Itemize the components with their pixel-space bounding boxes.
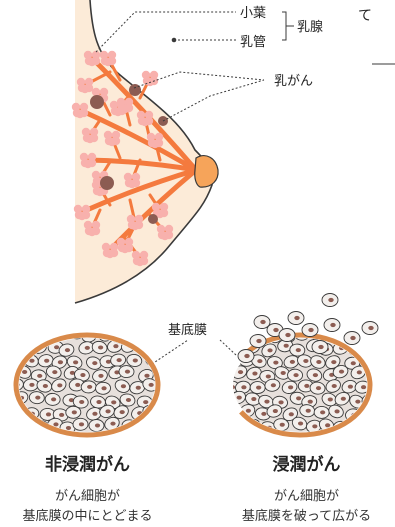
- escaping-cancer-cell: [238, 350, 254, 363]
- cancer-cell: [366, 417, 384, 433]
- invasive-title: 浸潤がん: [218, 450, 395, 475]
- tumor: [90, 95, 104, 109]
- cancer-cell: [0, 367, 14, 380]
- basement-membrane-label: 基底膜: [168, 322, 207, 338]
- escaping-cancer-cell: [312, 341, 328, 354]
- cancer-cell: [250, 381, 265, 394]
- mammary-gland-label: 乳腺: [297, 20, 323, 35]
- escaping-cancer-cell: [324, 319, 340, 332]
- non-invasive-title: 非浸潤がん: [0, 450, 175, 475]
- lobule-label: 小葉: [240, 6, 266, 21]
- cancer-leader-b: [163, 80, 264, 121]
- cancer-cell: [228, 418, 247, 436]
- cancer-cell: [95, 382, 111, 395]
- membrane-leader-right: [220, 340, 236, 355]
- escaping-cancer-cell: [288, 312, 304, 325]
- escaping-cancer-cell: [322, 294, 338, 307]
- escaping-cancer-cell: [362, 322, 378, 335]
- cancer-cell: [13, 420, 30, 435]
- non-invasive-desc-1: がん細胞が: [0, 487, 175, 507]
- cancer-cell: [1, 339, 19, 355]
- cancer-cell: [222, 406, 240, 423]
- escaping-cancer-cell: [279, 329, 295, 342]
- non-invasive-desc-2: 基底膜の中にとどまる: [0, 507, 175, 527]
- cancer-cell: [218, 341, 233, 353]
- cancer-cell: [119, 365, 134, 378]
- cancer-cell: [66, 406, 81, 419]
- tumor: [100, 176, 114, 190]
- lobule: [100, 51, 116, 66]
- cancer-cell: [222, 327, 240, 344]
- cancer-cell: [124, 326, 143, 344]
- lobule-leader: [96, 12, 236, 52]
- breast-illustration: [72, 0, 218, 303]
- duct-leader-dot: [172, 38, 177, 43]
- escaping-cancer-cell: [250, 335, 266, 348]
- nipple: [195, 156, 218, 187]
- cancer-cell: [212, 366, 231, 384]
- cancer-cell: [141, 328, 157, 341]
- cancer-cell: [89, 419, 104, 431]
- escaping-cancer-cell: [302, 324, 318, 337]
- escaping-cancer-cell: [254, 316, 270, 329]
- escaping-cancer-cell: [344, 332, 360, 345]
- invasive-desc-1: がん細胞が: [218, 487, 395, 507]
- cancer-cell: [7, 327, 25, 344]
- non-invasive-tissue: [0, 326, 170, 435]
- cancer-cell: [22, 329, 37, 341]
- cancer-label: 乳がん: [274, 74, 313, 89]
- tumor: [148, 214, 158, 224]
- cancer-cell: [222, 356, 239, 370]
- invasive-desc-2: 基底膜を破って広がる: [218, 507, 395, 527]
- cancer-cell: [45, 393, 60, 406]
- cancer-cell: [287, 369, 302, 382]
- cancer-cell: [147, 417, 166, 435]
- top-right-text: て: [358, 8, 372, 24]
- invasive-tissue: [212, 294, 384, 436]
- right-caption: 浸潤がん がん細胞が 基底膜を破って広がる: [218, 450, 395, 527]
- bracket: [282, 12, 294, 40]
- cancer-cell: [314, 406, 329, 418]
- left-caption: 非浸潤がん がん細胞が 基底膜の中にとどまる: [0, 450, 175, 527]
- membrane-leader-left: [152, 340, 188, 364]
- duct-label: 乳管: [240, 35, 266, 50]
- cancer-cell: [73, 418, 88, 430]
- lobule: [142, 71, 158, 86]
